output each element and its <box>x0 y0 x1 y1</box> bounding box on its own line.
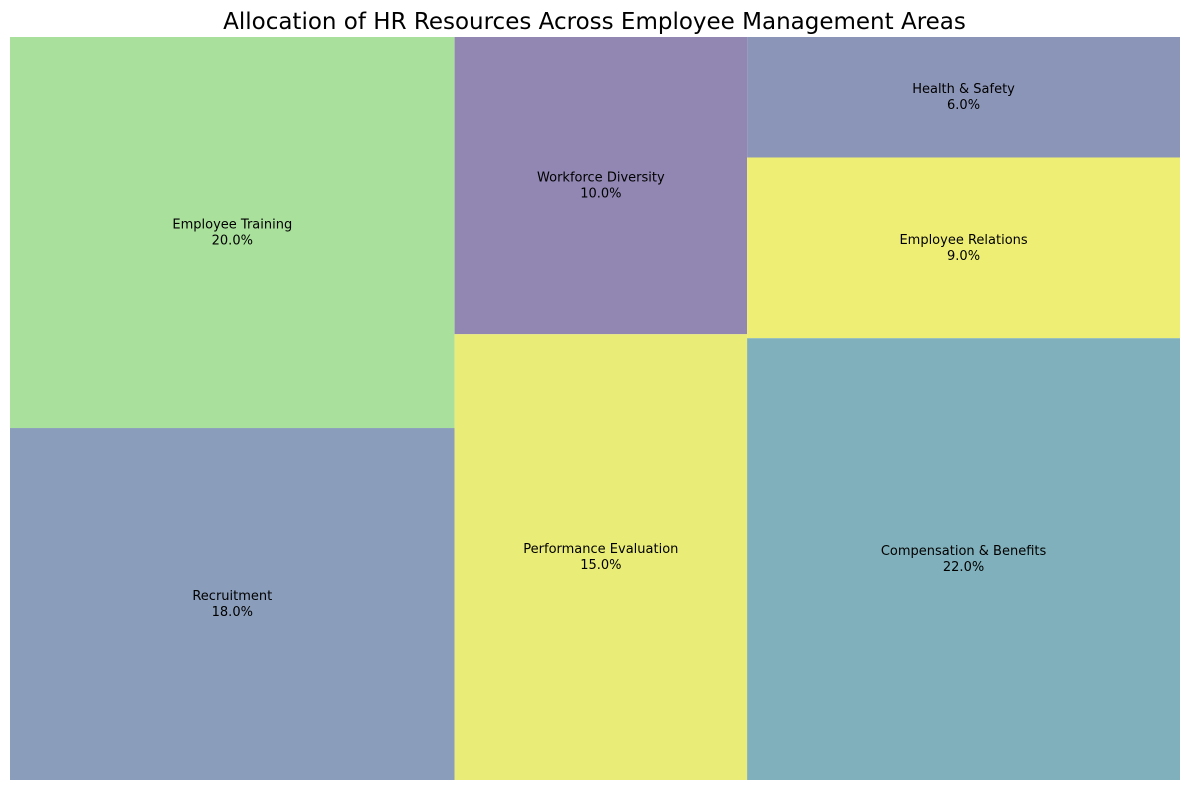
treemap-value-performance-evaluation: 15.0% <box>580 558 621 573</box>
chart-title: Allocation of HR Resources Across Employ… <box>223 9 966 35</box>
treemap-rect-workforce-diversity <box>454 37 748 335</box>
treemap-value-health-safety: 6.0% <box>947 98 980 113</box>
treemap-value-workforce-diversity: 10.0% <box>580 187 621 202</box>
treemap-label-employee-relations: Employee Relations <box>899 233 1027 248</box>
treemap-rect-health-safety <box>747 37 1180 158</box>
treemap-label-health-safety: Health & Safety <box>912 82 1015 97</box>
treemap-rect-compensation-benefits <box>747 338 1180 780</box>
treemap-value-employee-relations: 9.0% <box>947 249 980 264</box>
treemap-label-workforce-diversity: Workforce Diversity <box>537 171 665 186</box>
treemap-value-compensation-benefits: 22.0% <box>943 560 984 575</box>
treemap-label-compensation-benefits: Compensation & Benefits <box>881 544 1047 559</box>
treemap-value-recruitment: 18.0% <box>212 605 253 620</box>
treemap-rect-employee-relations <box>747 157 1180 339</box>
treemap-rect-employee-training <box>10 37 455 429</box>
treemap-value-employee-training: 20.0% <box>212 234 253 249</box>
treemap-rect-performance-evaluation <box>454 334 748 780</box>
treemap-label-recruitment: Recruitment <box>192 589 272 604</box>
treemap-rect-recruitment <box>10 428 455 780</box>
treemap-label-performance-evaluation: Performance Evaluation <box>523 542 678 557</box>
treemap-label-employee-training: Employee Training <box>172 218 292 233</box>
